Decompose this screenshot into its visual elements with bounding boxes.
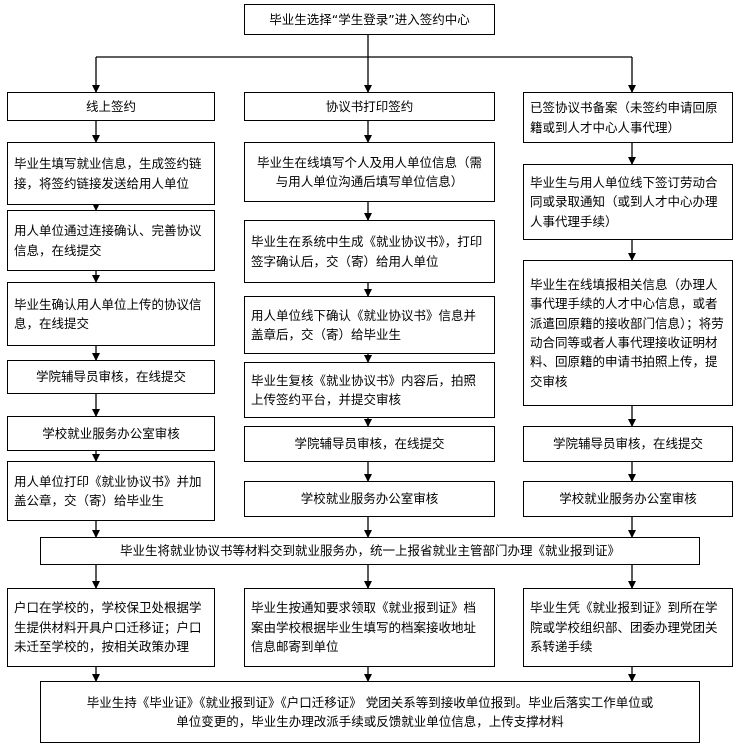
filing-step-2: 毕业生在线填报相关信息（办理人事代理手续的人才中心信息，或者派遣回原籍的接收部门… [523,260,733,406]
online-step-5: 学校就业服务办公室审核 [7,416,215,451]
after-step-hukou: 户口在学校的，学校保卫处根据学生提供材料开具户口迁移证；户口未迁至学校的，按相关… [7,588,215,667]
print-step-3: 用人单位线下确认《就业协议书》信息并盖章后，交（寄）给毕业生 [244,296,495,354]
online-step-3: 毕业生确认用人单位上传的协议信息，在线提交 [7,282,215,346]
final-node: 毕业生持《毕业证》《就业报到证》《户口迁移证》 党团关系等到接收单位报到。毕业后… [40,681,700,743]
filing-step-4: 学校就业服务办公室审核 [523,481,733,517]
after-step-party-transfer: 毕业生凭《就业报到证》到所在学院或学校组织部、团委办理党团关系转递手续 [523,588,733,667]
online-signing-header: 线上签约 [7,92,215,121]
online-step-1: 毕业生填写就业信息，生成签约链接，将签约链接发送给用人单位 [7,142,215,205]
print-step-5: 学院辅导员审核，在线提交 [244,426,495,462]
after-step-report-card: 毕业生按通知要求领取《就业报到证》档案由学校根据毕业生填写的档案接收地址信息邮寄… [244,588,495,667]
merge-node: 毕业生将就业协议书等材料交到就业服务办，统一上报省就业主管部门办理《就业报到证》 [40,537,700,565]
online-step-4: 学院辅导员审核，在线提交 [7,360,215,394]
filing-step-3: 学院辅导员审核，在线提交 [523,426,733,462]
online-step-6: 用人单位打印《就业协议书》并加盖公章，交（寄）给毕业生 [7,461,215,521]
start-node: 毕业生选择“学生登录”进入签约中心 [244,4,495,35]
start-node-text: 毕业生选择“学生登录”进入签约中心 [269,11,470,27]
print-step-4: 毕业生复核《就业协议书》内容后，拍照上传签约平台，并提交审核 [244,362,495,418]
online-step-2: 用人单位通过连接确认、完善协议信息，在线提交 [7,210,215,271]
filing-step-1: 毕业生与用人单位线下签订劳动合同或录取通知（或到人才中心办理人事代理手续） [523,164,733,240]
filing-header: 已签协议书备案（未签约申请回原籍或到人才中心人事代理） [523,92,733,143]
print-step-6: 学校就业服务办公室审核 [244,481,495,517]
print-signing-header: 协议书打印签约 [244,92,495,121]
print-step-1: 毕业生在线填写个人及用人单位信息（需与用人单位沟通后填写单位信息） [244,142,495,202]
print-step-2: 毕业生在系统中生成《就业协议书》，打印签字确认后，交（寄）给用人单位 [244,220,495,283]
